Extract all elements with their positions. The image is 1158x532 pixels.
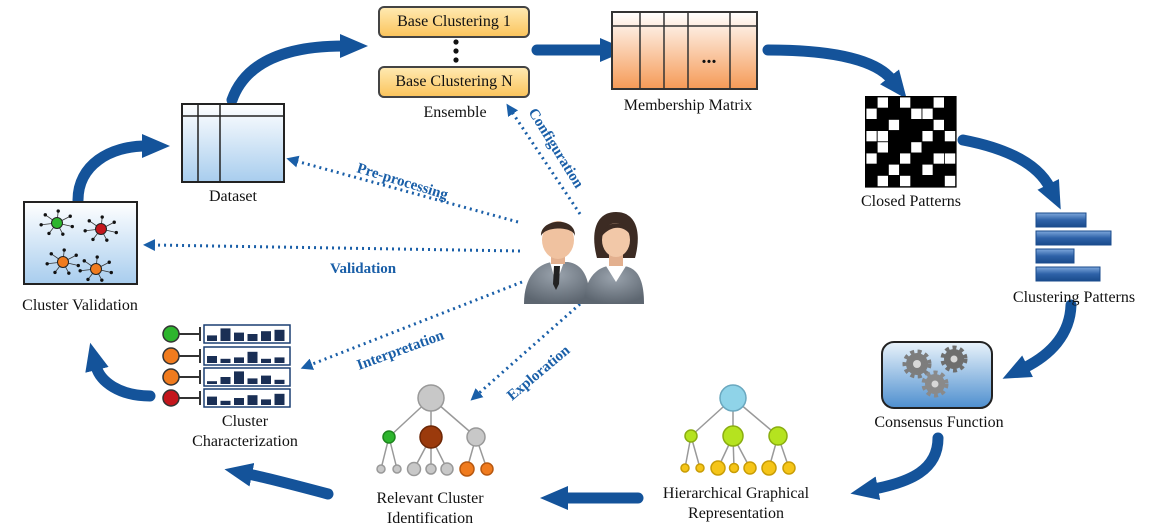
users-icon: [524, 212, 644, 304]
label-dataset: Dataset: [209, 188, 257, 205]
cluster-dot: [162, 347, 180, 365]
arrow-closed-to-clustering: [957, 134, 1061, 210]
arrow-consensus-to-hier: [850, 432, 944, 501]
label-hierarchical-line1: Hierarchical Graphical: [662, 485, 810, 502]
label-characterization-line2: Characterization: [192, 433, 298, 450]
ensemble-ellipsis: [453, 39, 459, 63]
male-user-icon: [524, 221, 590, 304]
label-exploration: Exploration: [504, 342, 574, 404]
dotted-arrow-configuration: [506, 103, 582, 215]
label-validation: Validation: [330, 261, 397, 277]
consensus-function-icon: [881, 341, 993, 409]
label-preprocessing: Pre-processing: [355, 161, 450, 204]
label-consensus-function: Consensus Function: [874, 414, 1004, 431]
label-closed-patterns: Closed Patterns: [861, 193, 961, 210]
arrow-validation-to-dataset: [72, 134, 170, 206]
label-cluster-validation: Cluster Validation: [22, 297, 138, 314]
label-interpretation: Interpretation: [355, 327, 447, 374]
base-clustering-n: Base Clustering N: [378, 66, 530, 98]
arrow-dataset-to-ensemble: [226, 34, 368, 106]
clustering-patterns-icon: [1035, 212, 1112, 282]
tree-root-node: [719, 384, 747, 412]
gear-icon: [902, 349, 932, 379]
cluster-characterization-icon: [162, 324, 291, 408]
dotted-arrow-interpretation: [300, 280, 523, 370]
label-clustering-patterns: Clustering Patterns: [1012, 289, 1136, 306]
closed-patterns-grid: [865, 96, 957, 188]
label-characterization-line1: Cluster: [221, 413, 269, 430]
dataset-table-icon: [181, 103, 285, 183]
label-membership-dots: ...: [702, 46, 717, 68]
dotted-arrow-validation: [143, 239, 521, 253]
gear-icon: [921, 370, 949, 398]
hierarchy-tree-relevant: [376, 384, 494, 477]
gear-icon: [940, 345, 968, 373]
label-ensemble: Ensemble: [423, 104, 487, 121]
label-relevant-line2: Identification: [386, 510, 474, 527]
label-hierarchical-line2: Representation: [688, 505, 784, 522]
female-user-icon: [584, 212, 644, 304]
flow-arrows: [72, 34, 1077, 510]
label-membership-matrix: Membership Matrix: [623, 97, 753, 114]
cluster-dot: [162, 325, 180, 343]
base-clustering-1: Base Clustering 1: [378, 6, 530, 38]
cluster-dot: [162, 389, 180, 407]
arrow-characterization-to-validation: [85, 342, 156, 402]
arrow-relevant-to-characterization: [224, 463, 334, 500]
label-relevant-line1: Relevant Cluster: [376, 490, 484, 507]
cluster-dot: [162, 368, 180, 386]
hierarchy-tree-colored: [680, 384, 796, 476]
dotted-arrow-preprocessing: [286, 155, 519, 224]
cluster-validation-icon: [23, 201, 138, 285]
arrow-clustering-to-consensus: [1002, 299, 1077, 379]
action-arrows: [143, 103, 582, 401]
arrow-matrix-to-closed: [762, 44, 907, 99]
membership-matrix-icon: [611, 11, 758, 90]
